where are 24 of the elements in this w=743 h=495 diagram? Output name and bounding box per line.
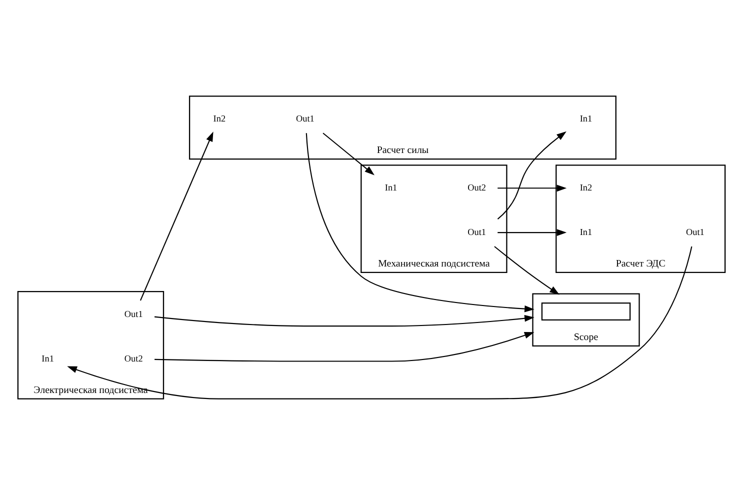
node-text: Out1 <box>296 114 314 124</box>
node-text: Out1 <box>468 226 486 237</box>
node-text: In2 <box>213 114 226 124</box>
node-box <box>541 302 631 320</box>
node-text: In1 <box>580 114 592 124</box>
node-text: Out1 <box>124 308 143 319</box>
arrow <box>494 246 560 295</box>
arrow <box>140 132 214 301</box>
arrow <box>67 246 692 400</box>
arrow <box>322 132 374 176</box>
node-text: Out2 <box>468 182 486 192</box>
node-text: In1 <box>42 353 54 364</box>
arrow <box>498 184 567 192</box>
cluster: Scope <box>532 293 640 347</box>
arrow <box>498 229 567 236</box>
node-text: Out1 <box>686 226 704 237</box>
arrow <box>154 314 534 327</box>
arrow <box>497 131 566 220</box>
node-text: In2 <box>580 182 592 192</box>
arrow <box>306 133 534 312</box>
node-text: Out2 <box>124 353 143 364</box>
node-text: In1 <box>384 182 398 192</box>
arrow <box>154 332 534 362</box>
node-text: In1 <box>580 226 592 237</box>
